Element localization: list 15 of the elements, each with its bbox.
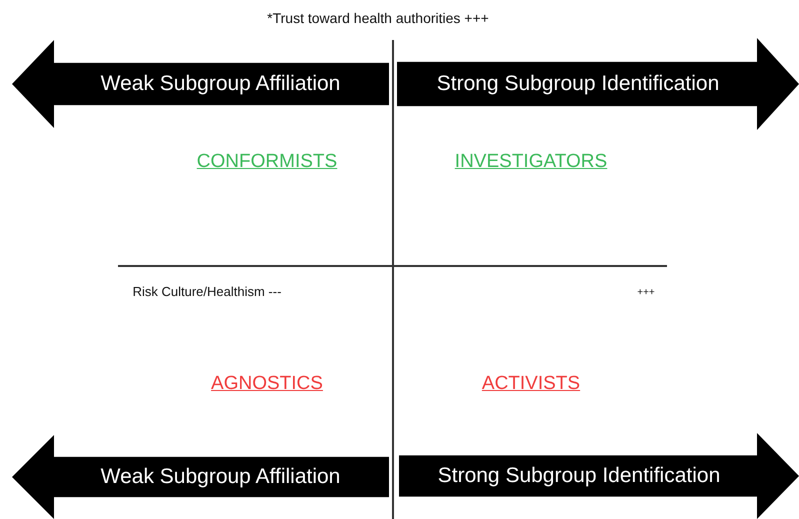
- arrow-label: Strong Subgroup Identification: [436, 72, 720, 96]
- arrow-label: Strong Subgroup Identification: [438, 464, 720, 488]
- block-arrow: [12, 435, 389, 519]
- quadrant-label: INVESTIGATORS: [454, 151, 608, 173]
- quadrant-label: CONFORMISTS: [196, 151, 338, 173]
- axis-label: Risk Culture/Healthism ---: [132, 284, 282, 299]
- block-arrow: [399, 433, 799, 519]
- block-arrow: [397, 38, 799, 130]
- arrow-label: Weak Subgroup Affiliation: [100, 465, 340, 489]
- axis-label: +++: [637, 287, 655, 298]
- title-note: *Trust toward health authorities +++: [267, 10, 489, 26]
- quadrant-label: AGNOSTICS: [211, 373, 323, 395]
- quadrant-label: ACTIVISTS: [482, 373, 580, 395]
- block-arrow: [12, 40, 389, 128]
- arrow-label: Weak Subgroup Affiliation: [100, 72, 340, 96]
